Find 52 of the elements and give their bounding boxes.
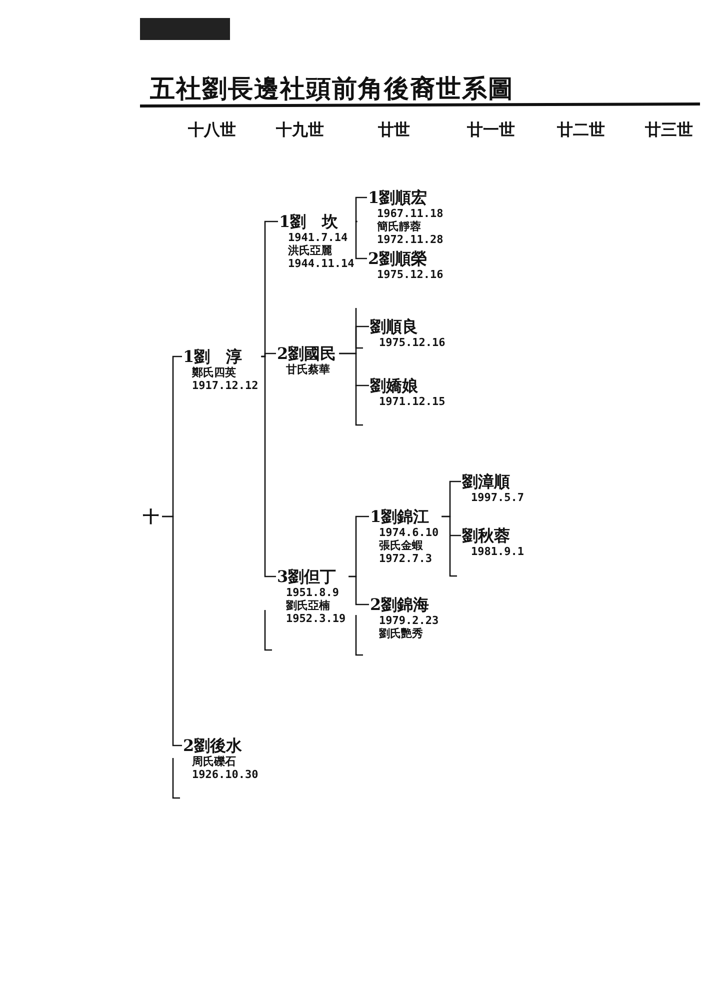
bracket-line: [339, 352, 369, 386]
person-detail: 1941.7.14: [287, 231, 349, 244]
person-detail: 鄭氏四英: [191, 366, 237, 379]
bracket-line: [442, 516, 461, 536]
person-name: 劉順良: [370, 317, 419, 336]
generation-heading: 十九世: [276, 120, 324, 141]
generation-heading: 廿一世: [467, 120, 515, 141]
generation-heading: 廿二世: [557, 120, 605, 141]
generation-heading: 廿世: [378, 120, 410, 141]
bracket-line: [355, 196, 367, 222]
person-detail: 1951.8.9: [285, 586, 340, 599]
person-detail: 劉氏艷秀: [378, 627, 424, 640]
person-detail: 劉氏亞楠: [285, 599, 331, 612]
person-name: 劉漳順: [462, 472, 511, 491]
bracket-line: [348, 576, 369, 606]
person-name: 1劉 淳: [183, 347, 244, 366]
person-name: 劉秋蓉: [462, 526, 511, 545]
person-detail: 1926.10.30: [191, 768, 258, 781]
person-detail: 1974.6.10: [378, 526, 439, 539]
person-detail: 1944.11.14: [287, 257, 354, 270]
person-detail: 甘氏蔡華: [285, 363, 331, 376]
person-detail: 1952.3.19: [285, 612, 346, 625]
person-name: 1劉順宏: [368, 188, 428, 207]
person-detail: 周氏礫石: [191, 755, 237, 768]
person-name: 1劉 坎: [279, 212, 340, 231]
person-name: 2劉錦海: [370, 595, 430, 614]
generation-heading: 十八世: [188, 120, 236, 141]
person-name: 十: [143, 507, 159, 526]
person-detail: 1917.12.12: [191, 379, 258, 392]
bracket-line: [162, 516, 182, 746]
person-detail: 洪氏亞麗: [287, 244, 333, 257]
person-name: 2劉順榮: [368, 249, 428, 268]
person-name: 3劉但丁: [277, 567, 338, 586]
person-name: 1劉錦江: [370, 507, 430, 526]
person-detail: 1981.9.1: [470, 545, 524, 558]
person-detail: 1972.7.3: [378, 552, 433, 565]
person-detail: 1967.11.18: [376, 207, 444, 220]
person-name: 2劉國民: [277, 344, 336, 363]
person-detail: 1975.12.16: [376, 268, 444, 281]
person-detail: 1972.11.28: [376, 233, 444, 246]
person-name: 2劉後水: [183, 736, 244, 755]
person-detail: 1979.2.23: [378, 614, 439, 627]
person-detail: 1975.12.16: [378, 336, 446, 349]
bracket-line: [355, 220, 367, 260]
generation-heading: 廿三世: [645, 120, 693, 141]
person-detail: 簡氏靜蓉: [376, 220, 422, 233]
person-name: 劉嬌娘: [370, 376, 419, 395]
person-detail: 1997.5.7: [470, 491, 524, 504]
person-detail: 1971.12.15: [378, 395, 446, 408]
bracket-line: [261, 356, 276, 578]
person-detail: 張氏金蝦: [378, 539, 424, 552]
title: 五社劉長邊社頭前角後裔世系圖: [150, 73, 514, 105]
